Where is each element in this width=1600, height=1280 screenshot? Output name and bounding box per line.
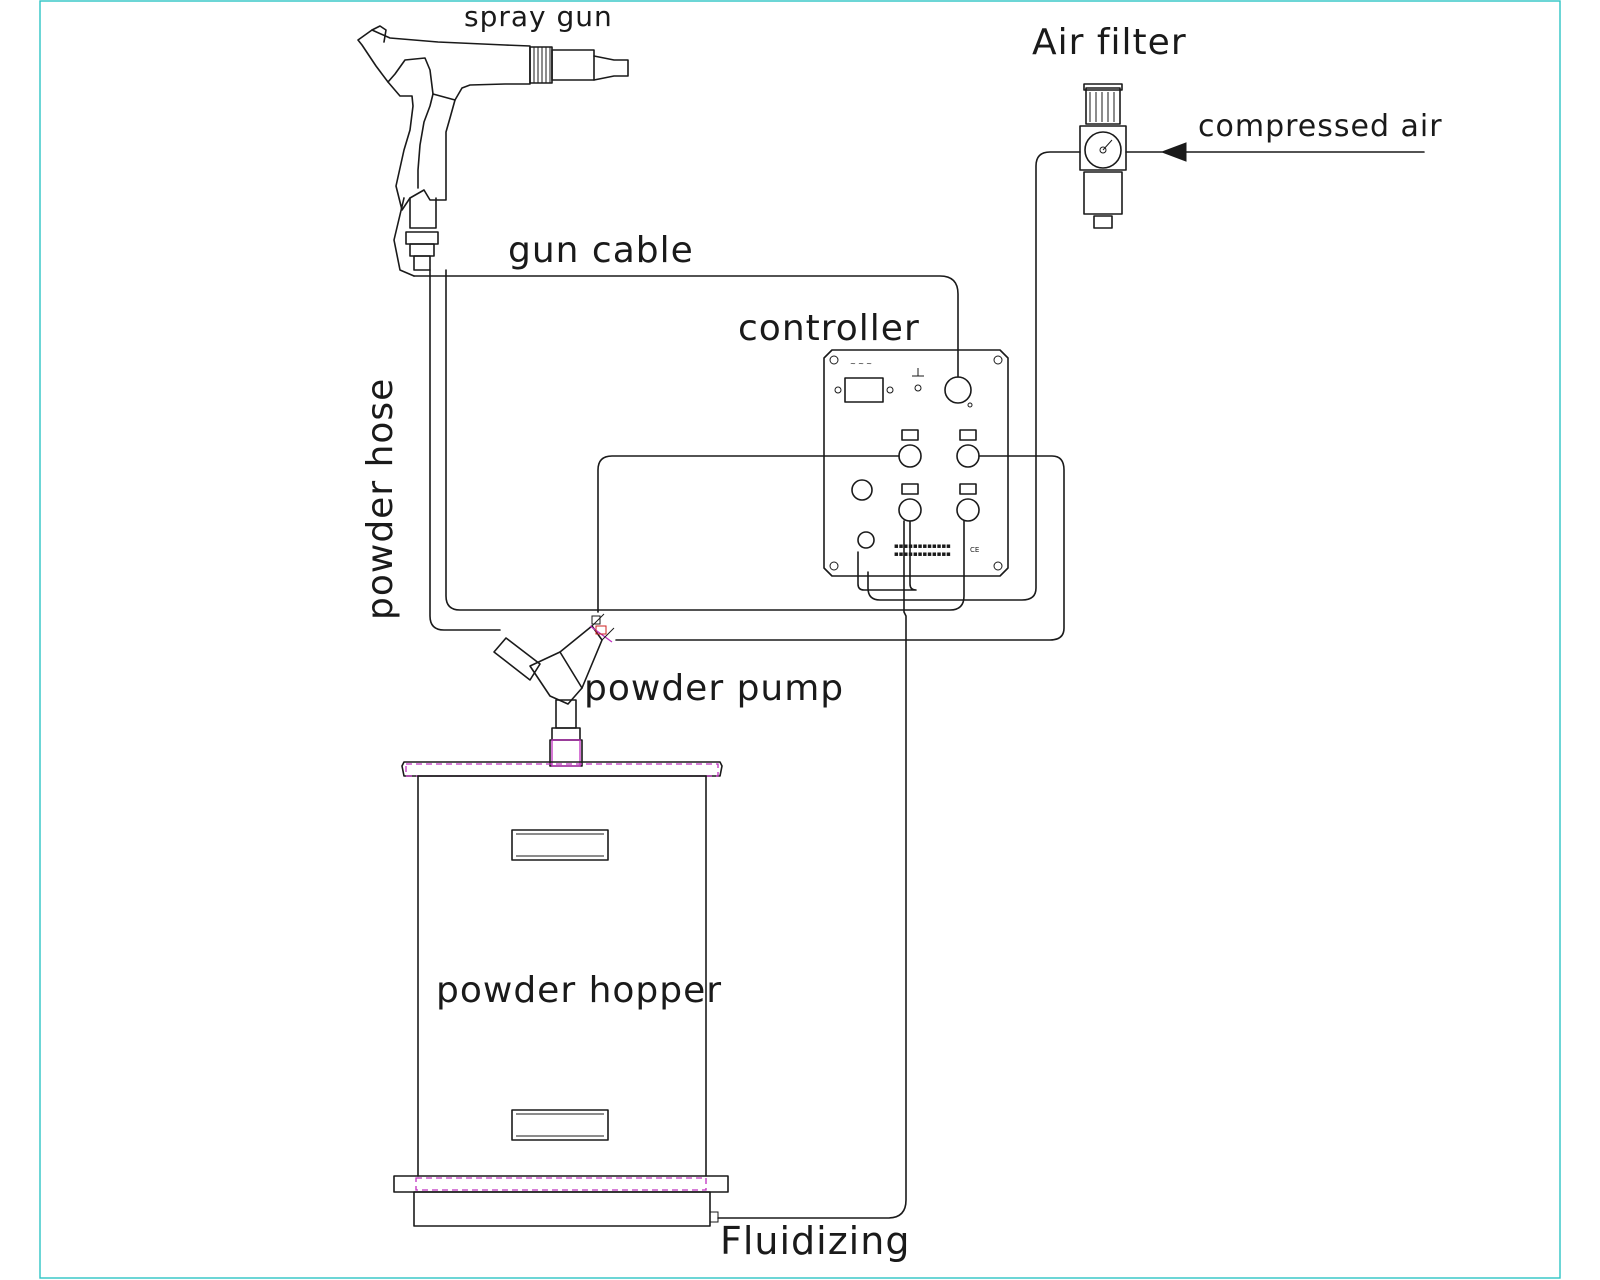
compressed-air-arrow-icon <box>1160 142 1187 162</box>
air-connector-2-icon <box>956 444 980 468</box>
controller-panel: ~ ~ ~ ▪▪▪▪▪▪▪▪▪▪▪▪ ▪▪▪▪▪▪▪▪▪▪▪▪ CE <box>823 349 1009 577</box>
svg-text:▪▪▪▪▪▪▪▪▪▪▪▪: ▪▪▪▪▪▪▪▪▪▪▪▪ <box>894 542 951 550</box>
gun-cable-label: gun cable <box>508 230 694 271</box>
frame-border <box>39 0 1561 1279</box>
spray-gun-icon <box>357 25 629 277</box>
compressed-air-label: compressed air <box>1198 109 1443 144</box>
air-supply-line <box>867 151 1081 601</box>
controller-label: controller <box>738 308 920 349</box>
ground-symbol-icon <box>912 368 924 392</box>
powder-hopper-label: powder hopper <box>436 970 722 1011</box>
powder-hose-line <box>429 269 501 631</box>
powder-pump-label: powder pump <box>584 668 844 709</box>
fluidizing-line <box>717 520 907 1219</box>
pump-air-line-3 <box>445 269 965 611</box>
air-connector-1-icon <box>898 444 922 468</box>
gun-cable-line <box>413 275 959 378</box>
pump-air-line-2 <box>615 455 1065 641</box>
powder-pump-icon <box>493 613 615 767</box>
air-connector-3-icon <box>898 498 922 522</box>
gun-cable-connector-icon <box>944 376 972 404</box>
air-filter-icon <box>1079 83 1127 229</box>
powder-hose-label: powder hose <box>360 378 401 620</box>
controller-loop-line <box>857 520 917 591</box>
svg-text:▪▪▪▪▪▪▪▪▪▪▪▪: ▪▪▪▪▪▪▪▪▪▪▪▪ <box>894 550 951 558</box>
air-connector-4-icon <box>956 498 980 522</box>
svg-text:~ ~ ~: ~ ~ ~ <box>850 360 872 368</box>
ce-mark: CE <box>970 546 979 554</box>
fluidizing-label: Fluidizing <box>720 1219 910 1263</box>
air-filter-label: Air filter <box>1032 22 1187 63</box>
powder-hopper-icon <box>393 761 729 1227</box>
power-socket-icon <box>844 377 884 403</box>
pump-air-line-1 <box>597 455 900 613</box>
spray-gun-label: spray gun <box>464 0 613 33</box>
